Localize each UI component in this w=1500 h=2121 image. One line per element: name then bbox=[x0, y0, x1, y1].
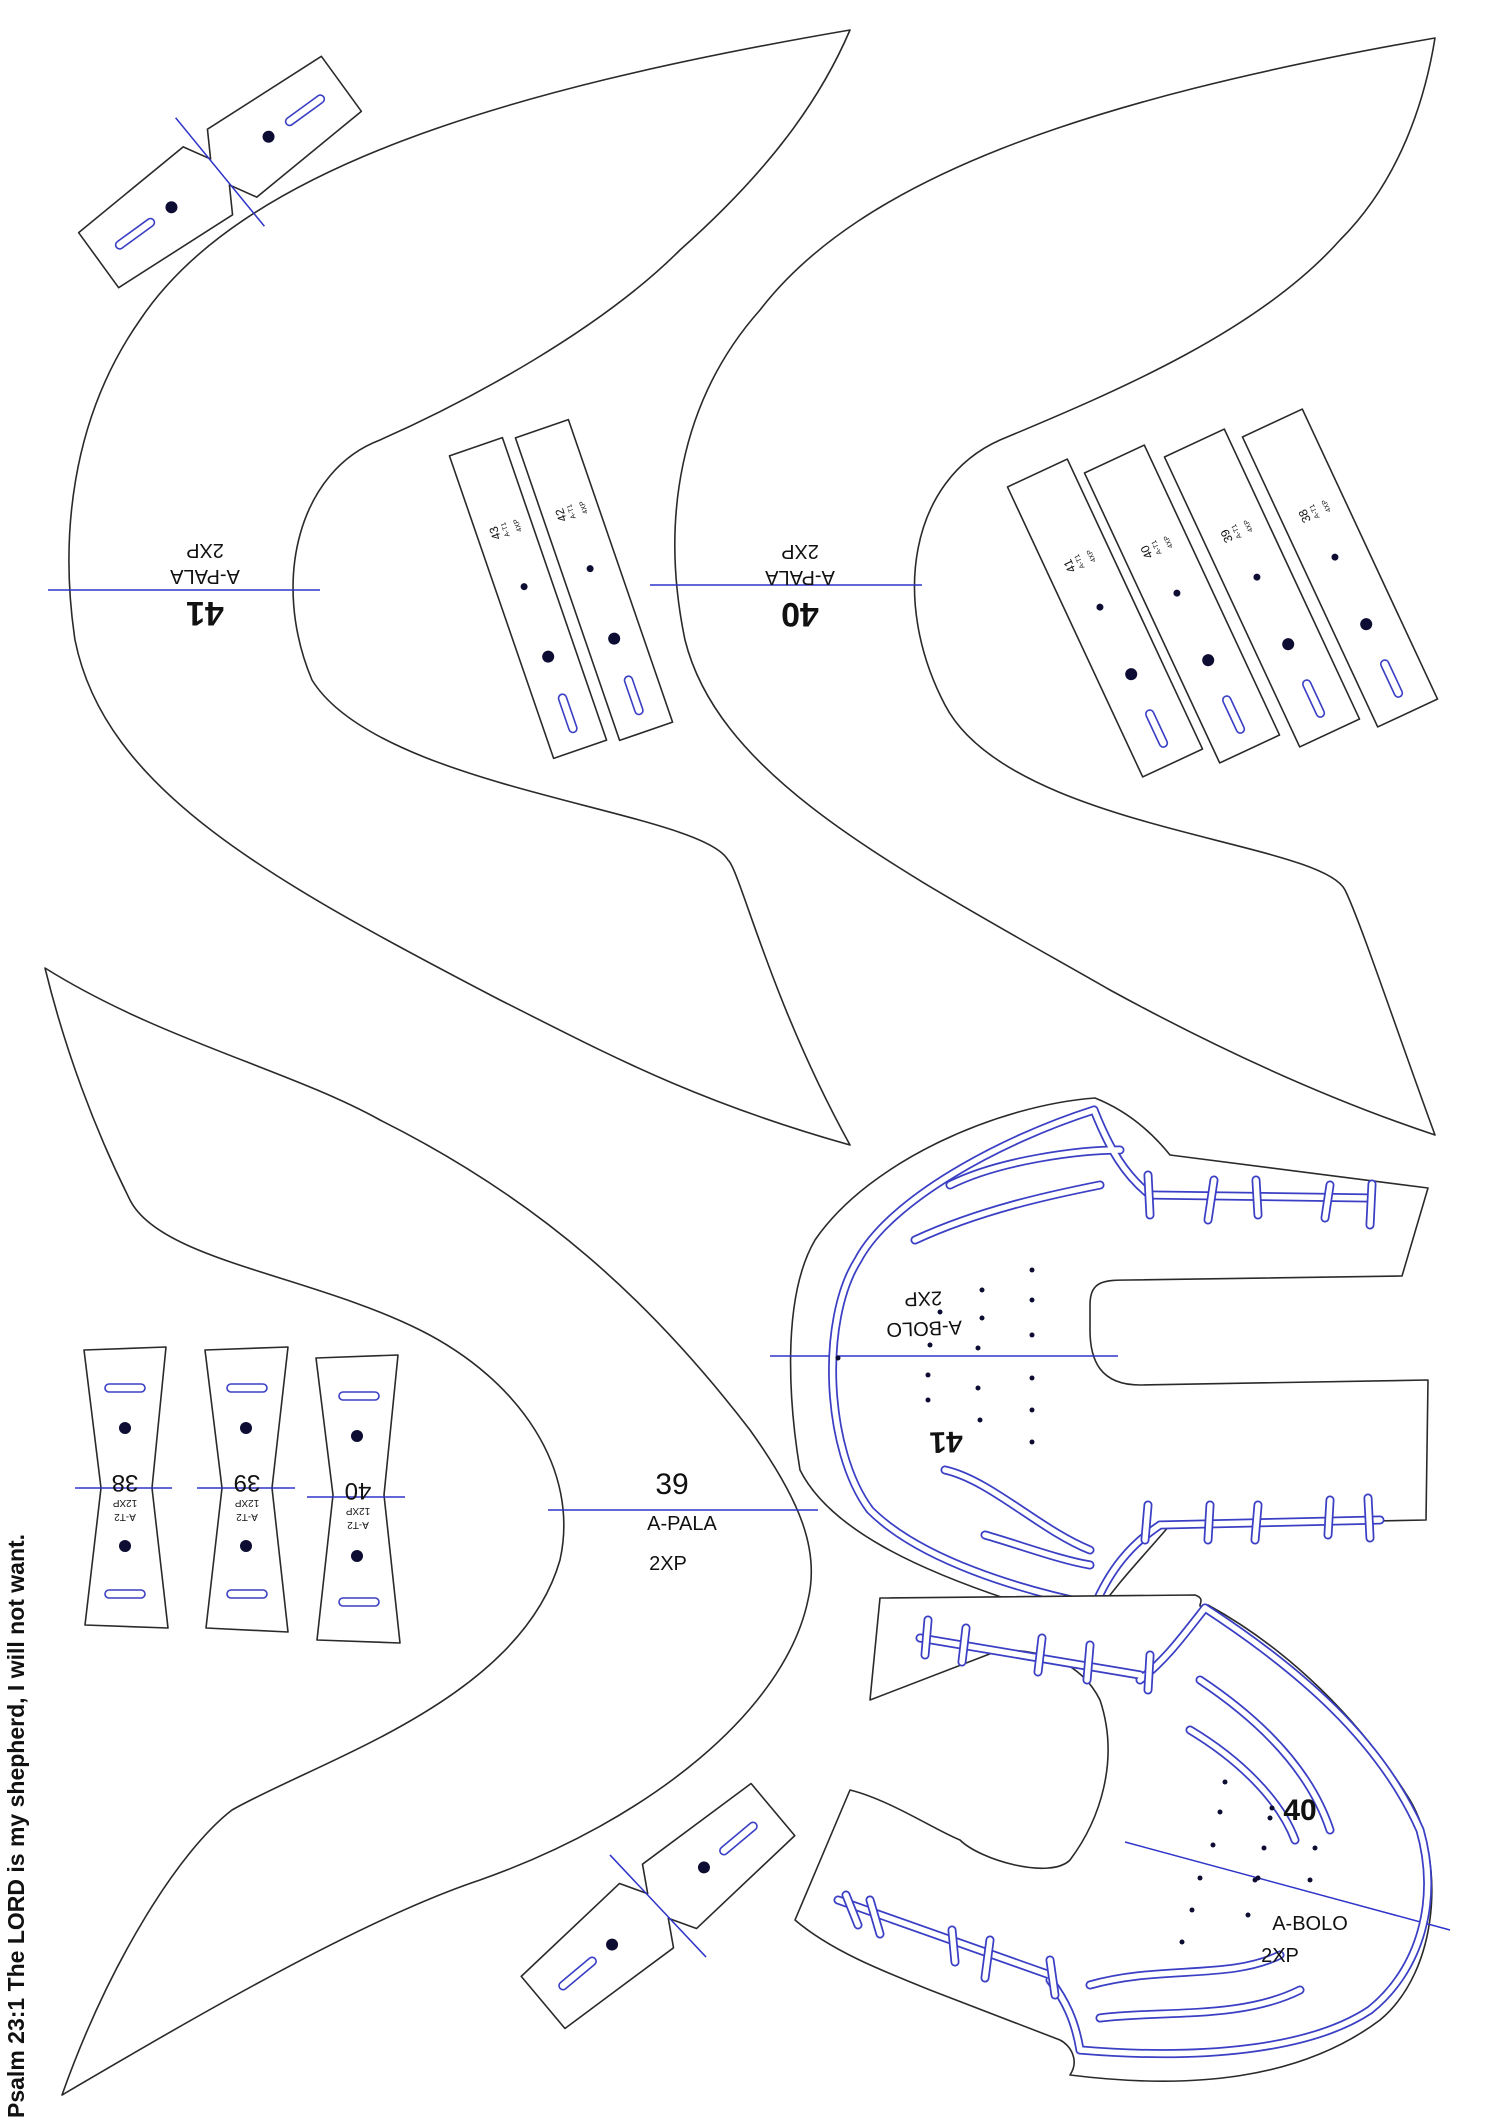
tab-qty: 12XP bbox=[234, 1497, 259, 1508]
tab-code: A-T2 bbox=[347, 1519, 369, 1530]
piece-name: A-PALA bbox=[170, 565, 240, 587]
quarter-piece-40: 40 A-BOLO 2XP bbox=[794, 1594, 1451, 2082]
tab-size: 40 bbox=[1137, 543, 1155, 561]
tab-code: A-T1 bbox=[500, 521, 512, 538]
punch-holes bbox=[1179, 1779, 1318, 1945]
tab-size: 39 bbox=[234, 1469, 261, 1496]
piece-name: A-BOLO bbox=[886, 1316, 962, 1341]
tab-size: 42 bbox=[552, 506, 570, 523]
size-label: 41 bbox=[929, 1424, 964, 1458]
quantity-label: 2XP bbox=[649, 1553, 687, 1575]
size-label: 40 bbox=[781, 595, 819, 633]
tab-t2-39: 39 12XP A-T2 bbox=[197, 1346, 295, 1633]
tab-t1-40: 40 A-T1 4XP bbox=[1083, 444, 1281, 764]
tab-code: A-T2 bbox=[114, 1511, 136, 1522]
tab-t1-43: 43 A-T1 4XP bbox=[448, 436, 608, 760]
tab-qty: 4XP bbox=[579, 499, 590, 514]
tab-size: 43 bbox=[486, 524, 504, 541]
tab-t1-42: 42 A-T1 4XP bbox=[514, 418, 674, 742]
tab-code: A-T2 bbox=[236, 1511, 258, 1522]
size-label: 40 bbox=[1283, 1794, 1316, 1827]
tab-code: A-T1 bbox=[566, 503, 578, 520]
quantity-label: 2XP bbox=[781, 540, 819, 562]
quantity-label: 2XP bbox=[186, 539, 224, 561]
tab-t1-39: 39 A-T1 4XP bbox=[1163, 428, 1361, 748]
piece-name: A-PALA bbox=[647, 1513, 717, 1535]
vamp-piece-39: 39 A-PALA 2XP bbox=[44, 967, 818, 2096]
tab-t1-38: 38 A-T1 4XP bbox=[1241, 408, 1439, 728]
punch-holes bbox=[835, 1267, 1035, 1445]
quantity-label: 2XP bbox=[1261, 1945, 1299, 1967]
vamp-piece-41: 41 A-PALA 2XP bbox=[48, 29, 851, 1146]
bow-piece-bottom bbox=[520, 1782, 796, 2030]
tab-t1-41: 41 A-T1 4XP bbox=[1006, 458, 1204, 778]
size-label: 39 bbox=[655, 1468, 688, 1501]
vamp-piece-40: 40 A-PALA 2XP bbox=[650, 37, 1436, 1136]
tab-size: 38 bbox=[112, 1469, 139, 1496]
quarter-piece-41: 41 A-BOLO 2XP bbox=[770, 1097, 1429, 1616]
tab-qty: 12XP bbox=[112, 1497, 137, 1508]
tab-size: 39 bbox=[1217, 527, 1235, 545]
center-line bbox=[1124, 1841, 1451, 1931]
piece-name: A-BOLO bbox=[1272, 1913, 1348, 1935]
piece-name: A-PALA bbox=[765, 566, 835, 588]
tab-t2-40: 40 12XP A-T2 bbox=[307, 1354, 405, 1644]
tab-t2-38: 38 12XP A-T2 bbox=[75, 1346, 172, 1629]
footer-verse: Psalm 23:1 The LORD is my shepherd, I wi… bbox=[3, 1534, 29, 2118]
tab-qty: 4XP bbox=[513, 517, 524, 532]
tab-size: 40 bbox=[345, 1477, 372, 1504]
size-label: 41 bbox=[186, 594, 224, 632]
tab-qty: 12XP bbox=[345, 1505, 370, 1516]
stitch-lines bbox=[828, 1105, 1385, 1610]
quantity-label: 2XP bbox=[904, 1286, 943, 1309]
stitch-lines bbox=[833, 1603, 1433, 2059]
tab-size: 41 bbox=[1060, 557, 1078, 575]
bow-piece-top bbox=[77, 55, 363, 289]
tab-size: 38 bbox=[1295, 507, 1313, 525]
